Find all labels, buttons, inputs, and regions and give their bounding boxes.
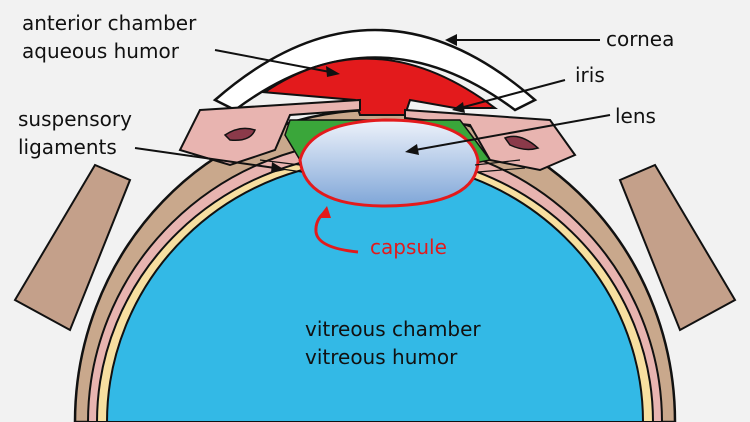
label-vitreous-humor: vitreous humor: [305, 345, 458, 369]
label-aqueous-humor: aqueous humor: [22, 39, 180, 63]
label-ligaments: ligaments: [18, 135, 117, 159]
ciliary-vessel-right: [503, 135, 540, 151]
capsule-arrowhead: [318, 206, 331, 218]
arrowheads: [271, 34, 465, 173]
label-suspensory: suspensory: [18, 107, 132, 131]
label-iris: iris: [575, 63, 605, 87]
ciliary-body-right: [404, 108, 577, 172]
lens-capsule: [298, 118, 480, 208]
label-cornea: cornea: [606, 27, 674, 51]
muscle-right: [618, 163, 737, 332]
label-lens: lens: [615, 104, 656, 128]
label-anterior-chamber: anterior chamber: [22, 11, 197, 35]
muscle-left: [13, 163, 132, 332]
pointer-arrows: [134, 39, 611, 169]
label-vitreous-chamber: vitreous chamber: [305, 317, 481, 341]
label-capsule: capsule: [370, 235, 447, 259]
ciliary-body-left: [178, 98, 361, 167]
ciliary-vessel-left: [223, 127, 257, 142]
